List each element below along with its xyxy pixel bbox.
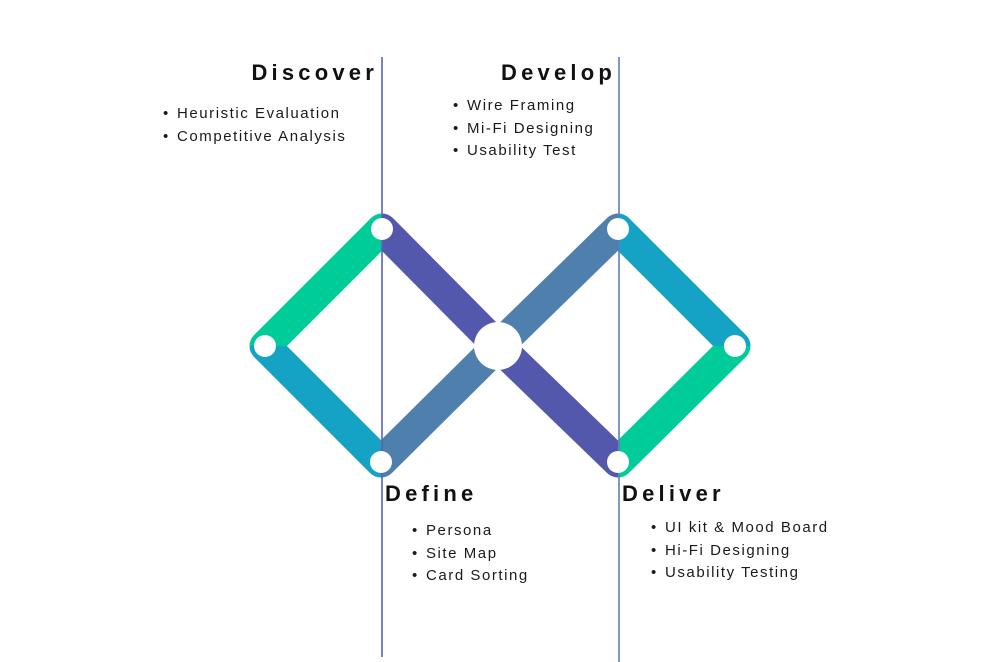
phase-develop: Develop • Wire Framing • Mi-Fi Designing • Us…	[440, 60, 616, 170]
bullet-icon: •	[651, 564, 657, 581]
phase-discover: Discover • Heuristic Evaluation • Competiti…	[150, 60, 378, 160]
activity-item: • Wire Framing	[453, 95, 594, 118]
right-node	[724, 335, 746, 357]
left-node	[254, 335, 276, 357]
deliver-activity-list: • UI kit & Mood Board • Hi-Fi Designing • Usa…	[651, 517, 829, 585]
activity-label: Mi-Fi Designing	[467, 119, 595, 137]
discover-lower-segment	[249, 346, 381, 478]
bullet-icon: •	[651, 541, 657, 559]
activity-item: • Site Map	[412, 543, 529, 566]
deliver-upper-segment	[618, 213, 751, 346]
define-upper-segment	[382, 213, 514, 362]
activity-item: • Usability Testing	[651, 562, 829, 585]
bullet-icon: •	[453, 97, 459, 114]
activity-item: • Competitive Analysis	[163, 126, 346, 149]
bullet-icon: •	[453, 119, 459, 137]
activity-label: Heuristic Evaluation	[177, 105, 341, 122]
develop-lower-segment	[482, 330, 618, 478]
phase-title-define: Define	[385, 481, 478, 506]
activity-label: Persona	[426, 522, 493, 539]
bullet-icon: •	[163, 127, 169, 145]
phase-title-develop: Develop	[501, 60, 616, 85]
activity-item: • Card Sorting	[412, 565, 529, 588]
activity-item: • Mi-Fi Designing	[453, 118, 594, 141]
activity-label: Usability Testing	[665, 564, 800, 581]
develop-upper-segment	[482, 213, 618, 362]
activity-label: Competitive Analysis	[177, 127, 347, 145]
bullet-icon: •	[412, 522, 418, 539]
diamond-nodes	[254, 218, 746, 473]
activity-label: Card Sorting	[426, 567, 529, 584]
activity-label: Site Map	[426, 544, 498, 562]
activity-item: • Usability Test	[453, 140, 594, 163]
discover-activity-list: • Heuristic Evaluation • Competitive Analys…	[163, 103, 346, 148]
define-lower-segment	[381, 330, 514, 478]
define-activity-list: • Persona • Site Map • Card Sorting	[412, 520, 529, 588]
bullet-icon: •	[651, 519, 657, 536]
activity-item: • Hi-Fi Designing	[651, 540, 829, 563]
activity-label: Wire Framing	[467, 97, 576, 114]
top-left-node	[371, 218, 393, 240]
deliver-lower-segment	[618, 346, 751, 478]
activity-label: Hi-Fi Designing	[665, 541, 791, 559]
bottom-right-node	[607, 451, 629, 473]
activity-item: • Persona	[412, 520, 529, 543]
bullet-icon: •	[412, 567, 418, 584]
phase-deliver: Deliver • UI kit & Mood Board • Hi-Fi Desig…	[622, 481, 882, 591]
activity-item: • Heuristic Evaluation	[163, 103, 346, 126]
discover-upper-segment	[249, 213, 382, 346]
activity-item: • UI kit & Mood Board	[651, 517, 829, 540]
top-right-node	[607, 218, 629, 240]
phase-title-discover: Discover	[251, 60, 378, 85]
bullet-icon: •	[163, 105, 169, 122]
center-node	[474, 322, 522, 370]
activity-label: UI kit & Mood Board	[665, 519, 829, 536]
diamond-segments	[249, 213, 751, 478]
develop-activity-list: • Wire Framing • Mi-Fi Designing • Usability …	[453, 95, 594, 163]
phase-title-deliver: Deliver	[622, 481, 725, 506]
bottom-left-node	[370, 451, 392, 473]
bullet-icon: •	[412, 544, 418, 562]
phase-dividers	[381, 57, 620, 662]
activity-label: Usability Test	[467, 142, 577, 159]
phase-define: Define • Persona • Site Map • Card Sorting	[385, 481, 605, 591]
bullet-icon: •	[453, 142, 459, 159]
